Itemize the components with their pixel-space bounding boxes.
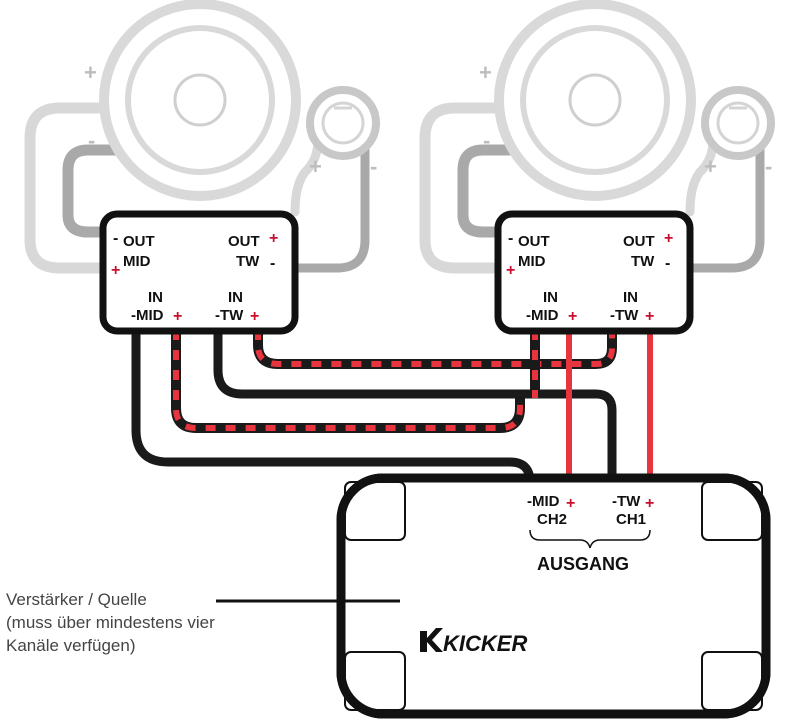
signal-wires: [131, 330, 653, 487]
right-tweeter-minus: -: [765, 154, 772, 179]
left-crossover-in-tw-top: IN: [228, 289, 243, 306]
left-crossover-mid: MID: [123, 253, 151, 270]
right-tweeter-plus: +: [704, 154, 717, 179]
right-crossover-in-mid-top: IN: [543, 289, 558, 306]
right-crossover-out-mid: OUT: [518, 233, 550, 250]
right-crossover-in-mid-plus: +: [568, 308, 577, 325]
left-tw-positive-wire: [253, 330, 617, 369]
left-crossover: OUT MID OUT TW IN -MID IN -TW - + + - + …: [99, 210, 299, 335]
speaker-wires: [24, 102, 765, 274]
amp-description: Verstärker / Quelle (muss über mindesten…: [6, 588, 216, 657]
right-woofer-positive-wire: [419, 102, 521, 274]
right-crossover-mid-plus: +: [506, 262, 515, 279]
left-woofer-plus: +: [84, 60, 97, 85]
right-crossover-tw: TW: [631, 253, 655, 270]
right-tweeter-positive-wire: [685, 135, 718, 217]
left-crossover-in-tw: -TW: [215, 307, 244, 324]
amp-tw-plus: +: [645, 495, 654, 512]
right-crossover-in-tw: -TW: [610, 307, 639, 324]
right-crossover-in-tw-plus: +: [645, 308, 654, 325]
left-crossover-in-mid-plus: +: [173, 308, 182, 325]
amp-description-line1: Verstärker / Quelle: [6, 590, 147, 609]
right-woofer-negative-wire: [457, 144, 521, 238]
right-woofer-plus: +: [479, 60, 492, 85]
amp-description-line3: Kanäle verfügen): [6, 636, 136, 655]
right-crossover-tw-minus: -: [665, 255, 670, 272]
amp-ch1: CH1: [616, 511, 646, 528]
amp-ch2: CH2: [537, 511, 567, 528]
amp-description-line2: (muss über mindestens vier: [6, 613, 215, 632]
left-crossover-in-mid: -MID: [131, 307, 164, 324]
left-tweeter-negative-wire: [287, 130, 370, 273]
right-tweeter: [701, 86, 775, 160]
right-crossover-in-tw-top: IN: [623, 289, 638, 306]
left-mid-negative-wire: [131, 330, 535, 487]
left-crossover-tw: TW: [236, 253, 260, 270]
left-tweeter: [306, 86, 380, 160]
left-crossover-mid-plus: +: [111, 262, 120, 279]
right-tweeter-negative-wire: [682, 130, 765, 273]
left-crossover-tw-minus: -: [270, 255, 275, 272]
amp-mid-plus: +: [566, 495, 575, 512]
amp-tw-terminal: -TW: [612, 493, 641, 510]
svg-text:KICKER: KICKER: [443, 631, 527, 656]
output-brace: [529, 529, 651, 549]
left-crossover-mid-minus: -: [113, 230, 118, 247]
left-crossover-out-mid: OUT: [123, 233, 155, 250]
right-crossover-tw-plus: +: [664, 230, 673, 247]
left-crossover-in-mid-top: IN: [148, 289, 163, 306]
right-crossover-mid: MID: [518, 253, 546, 270]
left-mid-positive-wire: [171, 330, 525, 433]
right-woofer-minus: -: [483, 128, 490, 153]
left-crossover-in-tw-plus: +: [250, 308, 259, 325]
left-tw-negative-wire: [213, 330, 617, 486]
left-crossover-tw-plus: +: [269, 230, 278, 247]
right-crossover-mid-minus: -: [508, 230, 513, 247]
left-woofer-minus: -: [88, 128, 95, 153]
right-crossover: OUT MID OUT TW IN -MID IN -TW - + + - + …: [494, 210, 694, 335]
left-tweeter-plus: +: [309, 154, 322, 179]
amp-mid-terminal: -MID: [527, 493, 560, 510]
left-crossover-out-tw: OUT: [228, 233, 260, 250]
speaker-polarity-marks: + - + - + - + -: [84, 60, 772, 179]
left-woofer-positive-wire: [24, 102, 126, 274]
left-tweeter-minus: -: [370, 154, 377, 179]
left-woofer-negative-wire: [62, 144, 126, 238]
left-tweeter-positive-wire: [290, 135, 323, 217]
right-crossover-in-mid: -MID: [526, 307, 559, 324]
amp-output-label: AUSGANG: [537, 554, 629, 574]
right-woofer: [494, 0, 696, 201]
left-woofer: [99, 0, 301, 201]
amplifier: -MID + CH2 -TW + CH1 AUSGANG KICKER: [216, 473, 771, 719]
right-crossover-out-tw: OUT: [623, 233, 655, 250]
kicker-logo: KICKER: [420, 628, 527, 656]
